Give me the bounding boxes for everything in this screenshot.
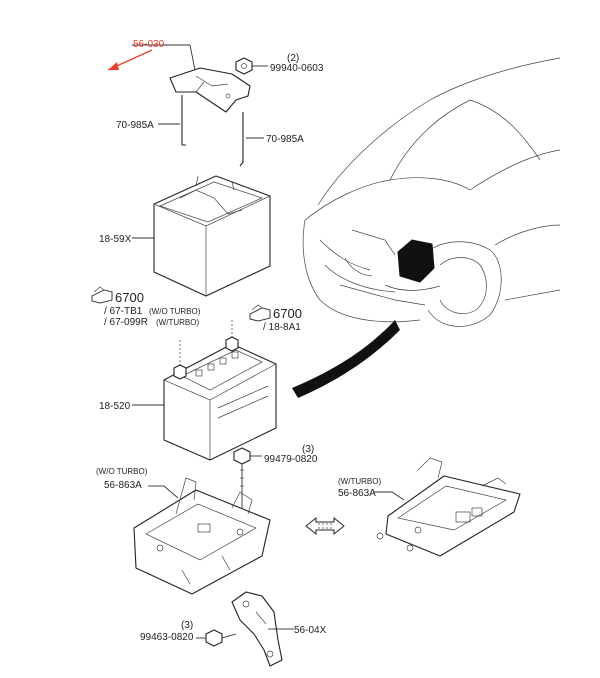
pointer-band	[292, 320, 400, 398]
part-18-520-battery	[163, 336, 277, 461]
part-70-985a-rods	[181, 95, 244, 167]
part-18-59x	[153, 175, 271, 297]
label-67-tb1[interactable]: / 67-TB1	[104, 306, 143, 317]
label-6700-right[interactable]: 6700	[273, 306, 302, 321]
label-w-turbo-a: (W/TURBO)	[156, 318, 199, 327]
label-w-turbo-b: (W/TURBO)	[338, 477, 381, 486]
part-99479-bolt	[233, 447, 251, 512]
label-70-985a-left[interactable]: 70-985A	[116, 120, 154, 131]
red-arrow-icon	[107, 49, 153, 71]
pointing-hand-icon	[91, 286, 113, 304]
label-70-985a-right[interactable]: 70-985A	[266, 134, 304, 145]
label-18-8a1[interactable]: / 18-8A1	[263, 322, 301, 333]
label-67-099r[interactable]: / 67-099R	[104, 317, 148, 328]
pointing-hand-icon	[249, 304, 271, 322]
label-wo-turbo-b: (W/O TURBO)	[96, 467, 148, 476]
part-56-863a-tray-wo-turbo	[133, 477, 271, 595]
label-18-520[interactable]: 18-520	[99, 401, 131, 412]
label-6700-left[interactable]: 6700	[115, 290, 144, 305]
car-illustration	[302, 57, 561, 327]
part-56-030	[169, 67, 251, 113]
leader-lines	[132, 44, 405, 639]
double-arrow-icon	[305, 516, 345, 536]
part-99940-nut	[235, 57, 253, 75]
label-wo-turbo-a: (W/O TURBO)	[149, 307, 201, 316]
label-99479-0820[interactable]: 99479-0820	[264, 454, 318, 465]
part-56-04x-bracket	[231, 591, 283, 667]
label-99463-0820[interactable]: 99463-0820	[140, 632, 194, 643]
label-99940-0603[interactable]: 99940-0603	[270, 63, 324, 74]
label-56-863a-right[interactable]: 56-863A	[338, 488, 376, 499]
label-99463-qty: (3)	[181, 620, 193, 631]
label-56-04x[interactable]: 56-04X	[294, 625, 327, 636]
part-56-863a-tray-w-turbo	[376, 457, 521, 557]
label-99940-qty: (2)	[287, 53, 299, 64]
label-18-59x[interactable]: 18-59X	[99, 234, 132, 245]
label-99479-qty: (3)	[302, 444, 314, 455]
part-99463-bolt	[205, 629, 237, 647]
label-56-030[interactable]: 56-030	[133, 39, 165, 50]
label-56-863a-left[interactable]: 56-863A	[104, 480, 142, 491]
